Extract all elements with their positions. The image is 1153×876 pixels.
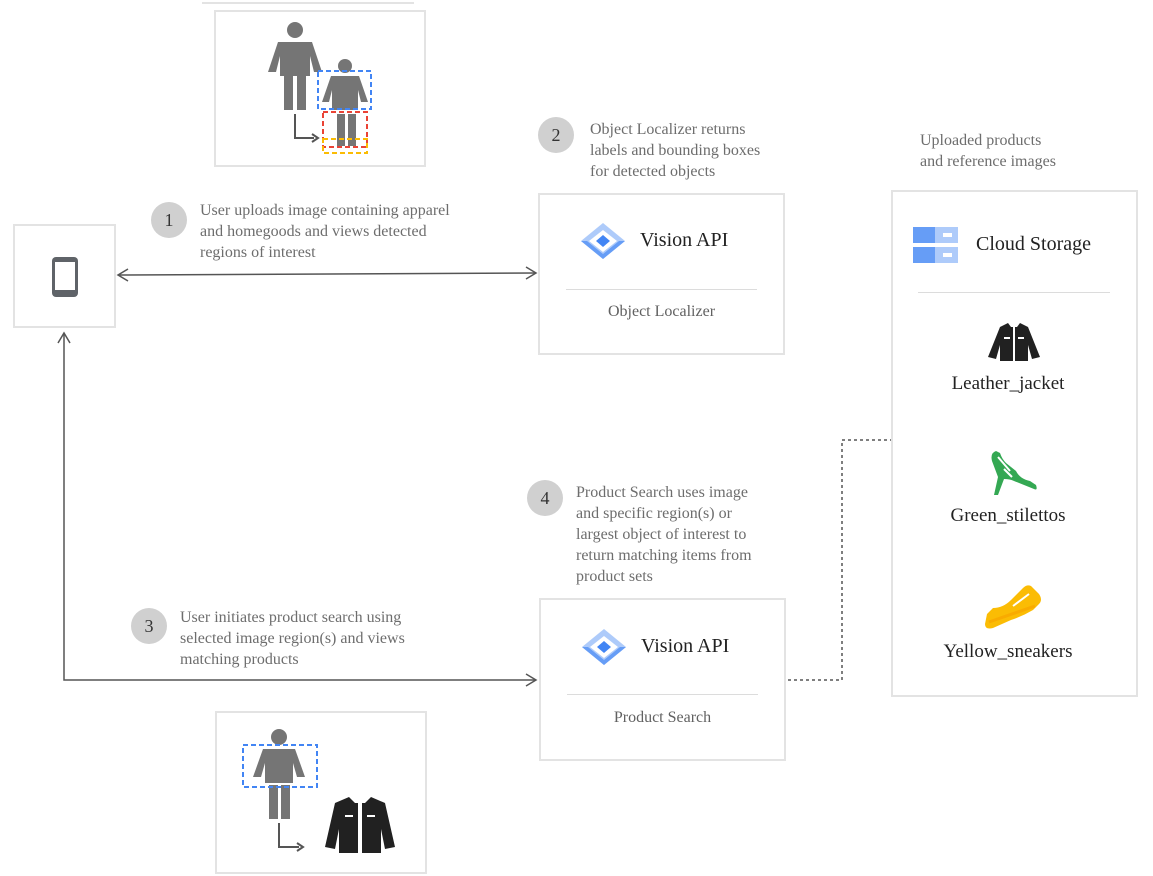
step-1-description: User uploads image containing apparel an… (200, 200, 450, 263)
vision-api-icon (581, 223, 625, 259)
storage-caption-line: Uploaded products (920, 132, 1042, 149)
step-1-line: regions of interest (200, 244, 316, 261)
divider (918, 292, 1110, 293)
step-4-line: product sets (576, 568, 653, 585)
vision-api-localizer-title: Vision API (640, 229, 729, 251)
step-2-description: Object Localizer returns labels and boun… (590, 119, 760, 182)
step-3-badge: 3 (131, 608, 167, 644)
storage-item-label: Leather_jacket (951, 373, 1065, 394)
step-1-number: 1 (164, 209, 174, 230)
vision-api-icon (582, 629, 626, 665)
step-3-description: User initiates product search using sele… (180, 607, 405, 670)
step-4-description: Product Search uses image and specific r… (576, 482, 752, 587)
detection-figures-illustration (268, 22, 372, 154)
leather-jacket-icon (988, 323, 1040, 361)
step-3-number: 3 (144, 615, 154, 636)
person-figure-icon (253, 729, 305, 819)
blue-bounding-box (242, 744, 318, 788)
upload-image-card-top-edge (202, 2, 414, 4)
cloud-storage-title: Cloud Storage (976, 233, 1091, 255)
vision-api-search-title: Vision API (641, 635, 730, 657)
step-1-line: and homegoods and views detected (200, 223, 427, 240)
vision-api-localizer-subtitle: Object Localizer (607, 303, 716, 320)
vision-api-search-box (539, 598, 786, 761)
step-2-line: for detected objects (590, 163, 716, 180)
smartphone-icon (52, 257, 78, 297)
step-3-line: matching products (180, 651, 299, 668)
step-2-line: Object Localizer returns (590, 121, 746, 138)
step-1-line: User uploads image containing apparel (200, 202, 450, 219)
step-3-line: selected image region(s) and views (180, 630, 405, 647)
divider (566, 289, 757, 290)
vision-api-localizer-box (538, 193, 785, 355)
step-3-line: User initiates product search using (180, 609, 402, 626)
storage-item-label: Yellow_sneakers (943, 641, 1073, 662)
flow-arrow (294, 114, 314, 139)
red-bounding-box (322, 111, 368, 148)
step-2-badge: 2 (538, 117, 574, 153)
child-figure-icon (322, 59, 368, 146)
flow-arrow (278, 823, 299, 848)
step-4-line: largest object of interest to (576, 526, 747, 543)
step-4-line: and specific region(s) or (576, 505, 732, 522)
cloud-storage-icon (913, 227, 958, 263)
step-4-line: return matching items from (576, 547, 752, 564)
divider (567, 694, 758, 695)
yellow-sneaker-icon (985, 585, 1041, 629)
step-4-number: 4 (540, 487, 550, 508)
yellow-bounding-box (322, 138, 368, 154)
blue-bounding-box (317, 70, 372, 110)
storage-item-label: Green_stilettos (950, 505, 1066, 526)
upload-image-card (214, 10, 426, 167)
storage-caption-line: and reference images (920, 153, 1056, 170)
step-2-number: 2 (551, 124, 561, 145)
step-1-badge: 1 (151, 202, 187, 238)
step-4-line: Product Search uses image (576, 484, 748, 501)
storage-caption: Uploaded products and reference images (920, 130, 1056, 172)
green-stiletto-icon (991, 451, 1037, 495)
step-2-line: labels and bounding boxes (590, 142, 761, 159)
vision-api-search-subtitle: Product Search (613, 709, 712, 726)
leather-jacket-result-icon (325, 797, 395, 853)
search-result-illustration (242, 729, 395, 853)
step-4-badge: 4 (527, 480, 563, 516)
adult-figure-icon (268, 22, 322, 110)
